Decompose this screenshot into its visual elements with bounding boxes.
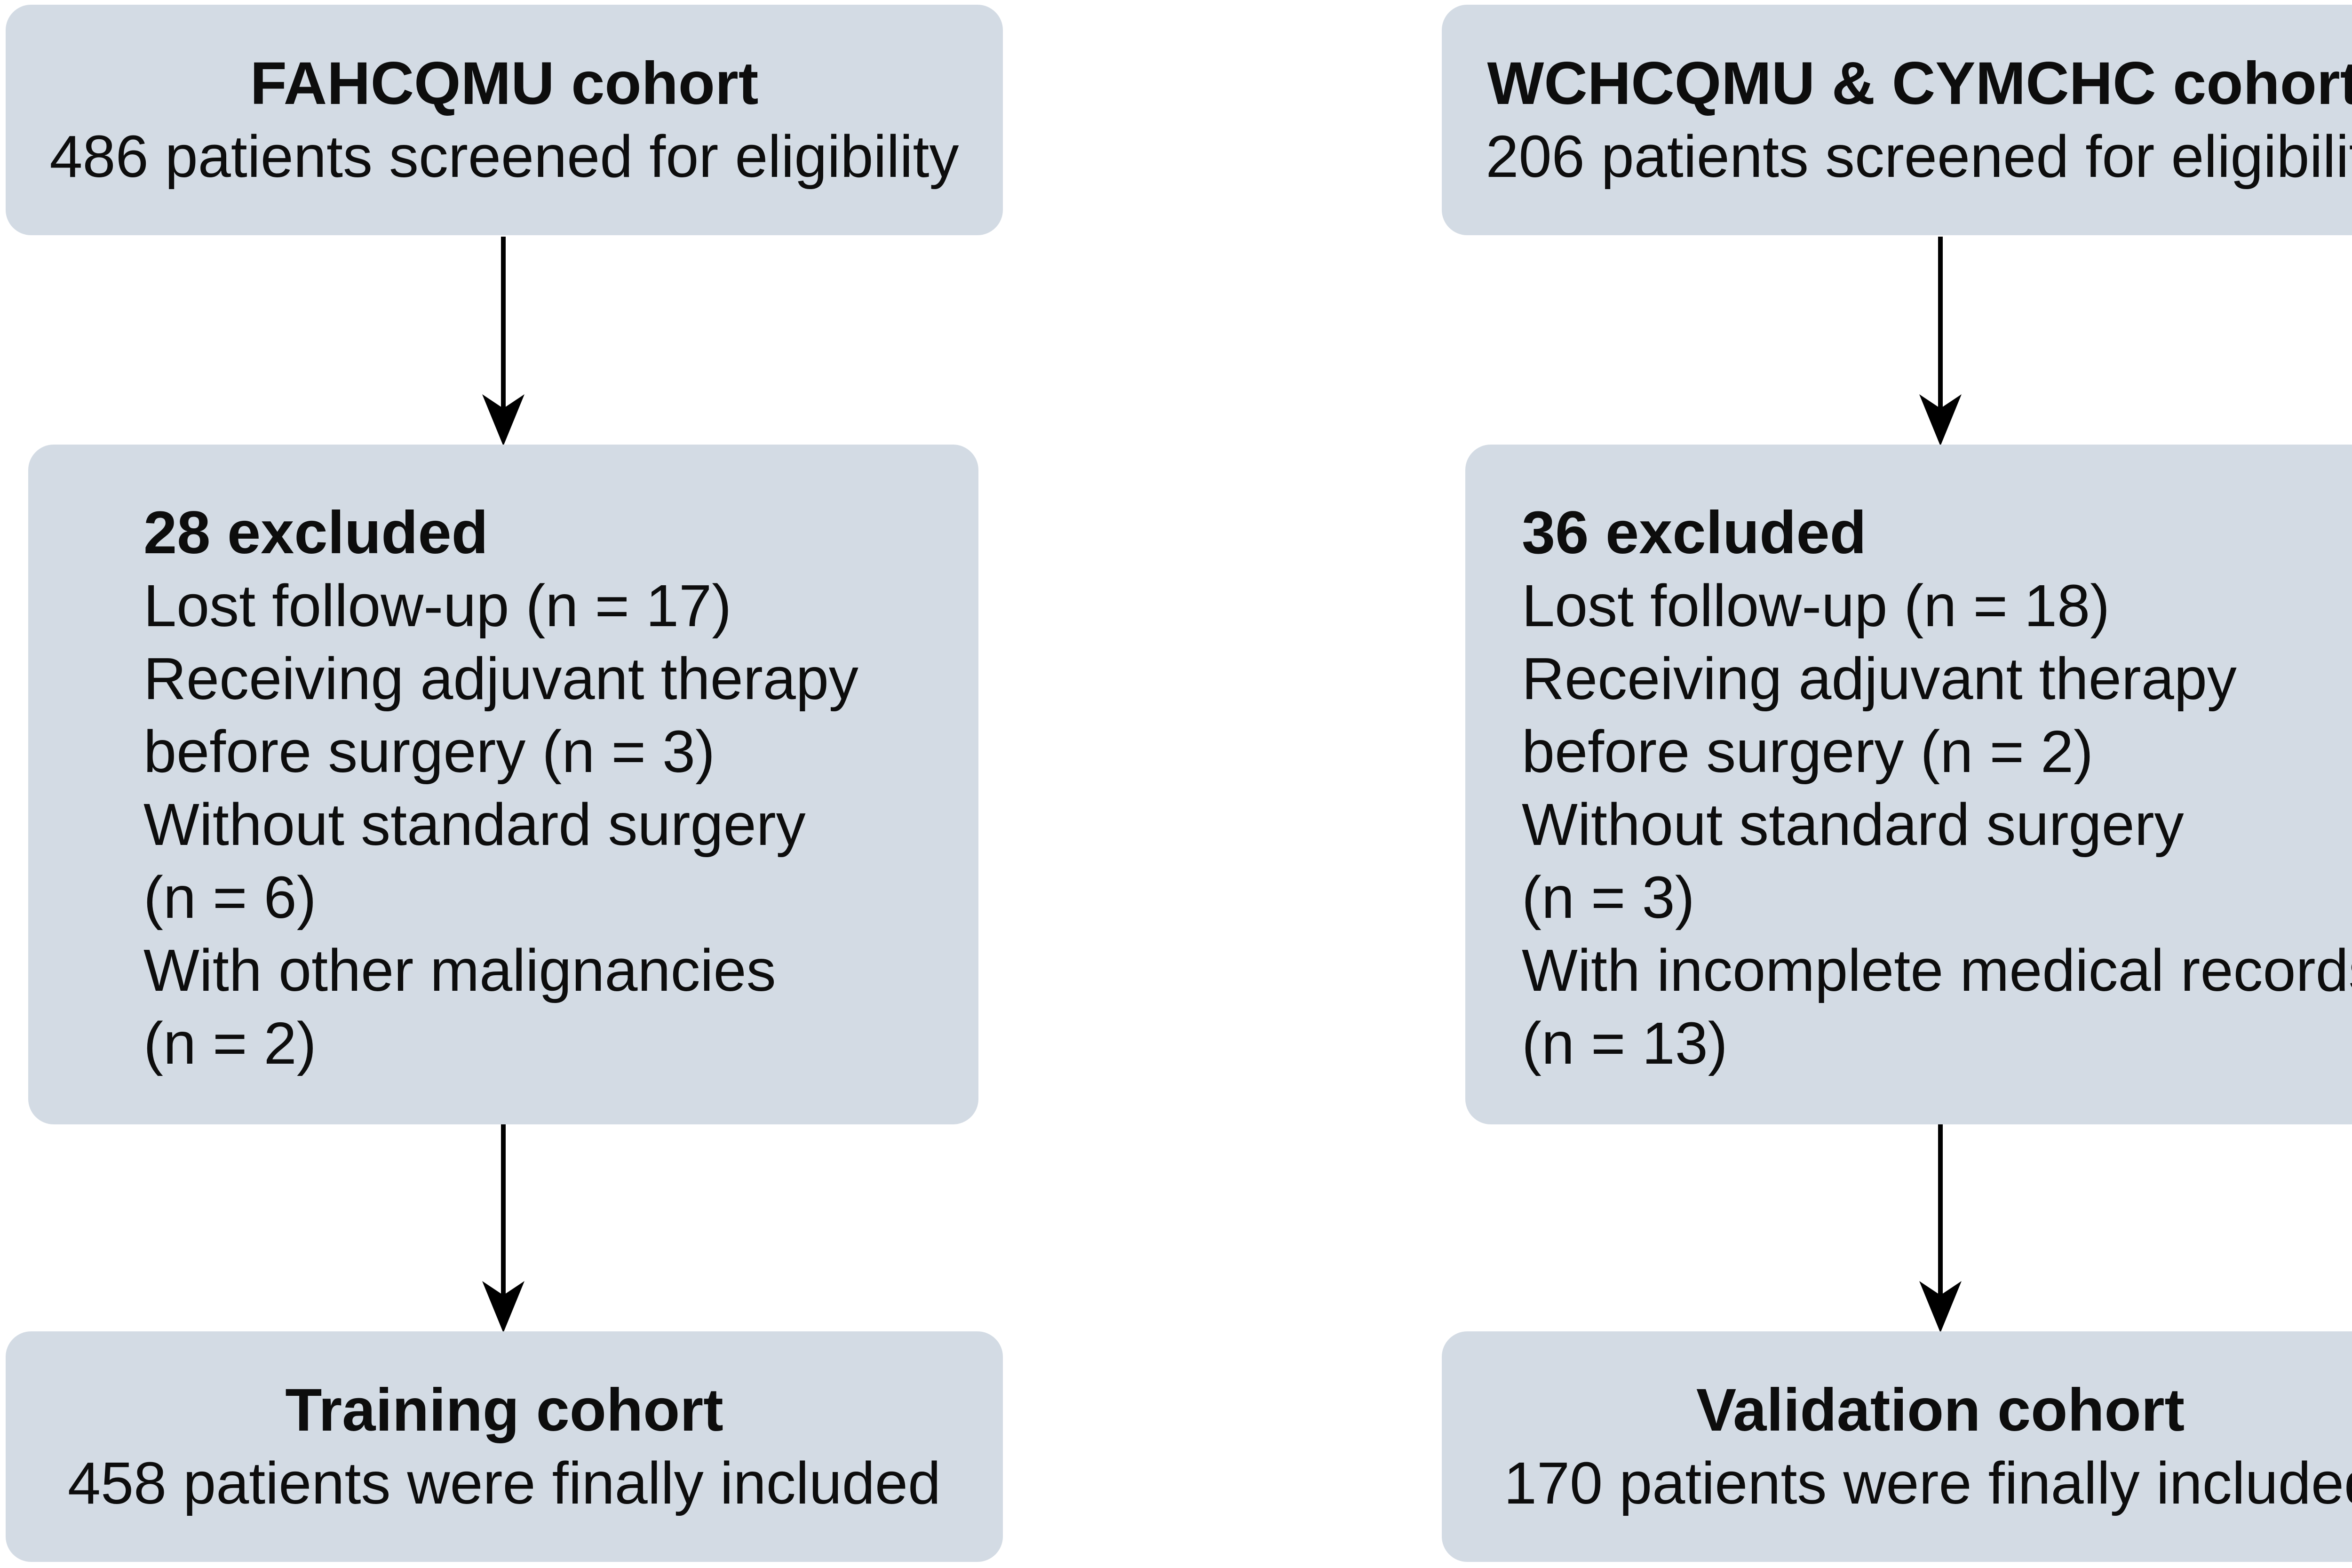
left-excluded-line-5: (n = 6) [143, 864, 317, 931]
left-excluded-box: 28 excluded Lost follow-up (n = 17) Rece… [28, 445, 978, 1124]
right-included-box: Validation cohort 170 patients were fina… [1442, 1331, 2352, 1562]
right-excluded-line-2: Receiving adjuvant therapy [1522, 645, 2237, 712]
left-excluded-line-1: Lost follow-up (n = 17) [143, 573, 732, 639]
left-included-count: 458 patients were finally included [67, 1450, 941, 1516]
right-excluded-line-3: before surgery (n = 2) [1522, 718, 2094, 785]
left-included-box: Training cohort 458 patients were finall… [6, 1331, 1003, 1562]
right-excluded-line-6: With incomplete medical records [1522, 937, 2352, 1003]
right-excluded-line-7: (n = 13) [1522, 1010, 1728, 1076]
right-excluded-line-1: Lost follow-up (n = 18) [1522, 573, 2110, 639]
arrow-left-top [482, 237, 524, 446]
left-excluded-line-7: (n = 2) [143, 1010, 317, 1076]
left-screening-count: 486 patients screened for eligibility [49, 123, 959, 190]
right-excluded-box: 36 excluded Lost follow-up (n = 18) Rece… [1465, 445, 2352, 1124]
right-included-title: Validation cohort [1696, 1377, 2185, 1444]
right-included-count: 170 patients were finally included [1503, 1450, 2352, 1516]
right-screening-box: WCHCQMU & CYMCHC cohorts 206 patients sc… [1442, 5, 2352, 235]
left-screening-title: FAHCQMU cohort [250, 50, 759, 117]
left-included-title: Training cohort [285, 1377, 723, 1444]
left-excluded-line-3: before surgery (n = 3) [143, 718, 715, 785]
arrow-right-top [1919, 237, 1962, 446]
right-excluded-line-5: (n = 3) [1522, 864, 1695, 931]
left-excluded-line-4: Without standard surgery [143, 791, 806, 858]
right-excluded-title: 36 excluded [1522, 499, 1867, 566]
right-screening-count: 206 patients screened for eligibility [1486, 123, 2352, 190]
left-excluded-line-6: With other malignancies [143, 937, 776, 1003]
left-excluded-line-2: Receiving adjuvant therapy [143, 645, 858, 712]
right-screening-title: WCHCQMU & CYMCHC cohorts [1487, 50, 2352, 117]
right-excluded-line-4: Without standard surgery [1522, 791, 2184, 858]
arrow-right-bottom [1919, 1124, 1962, 1333]
left-screening-box: FAHCQMU cohort 486 patients screened for… [6, 5, 1003, 235]
left-excluded-title: 28 excluded [143, 499, 488, 566]
arrow-left-bottom [482, 1124, 524, 1333]
